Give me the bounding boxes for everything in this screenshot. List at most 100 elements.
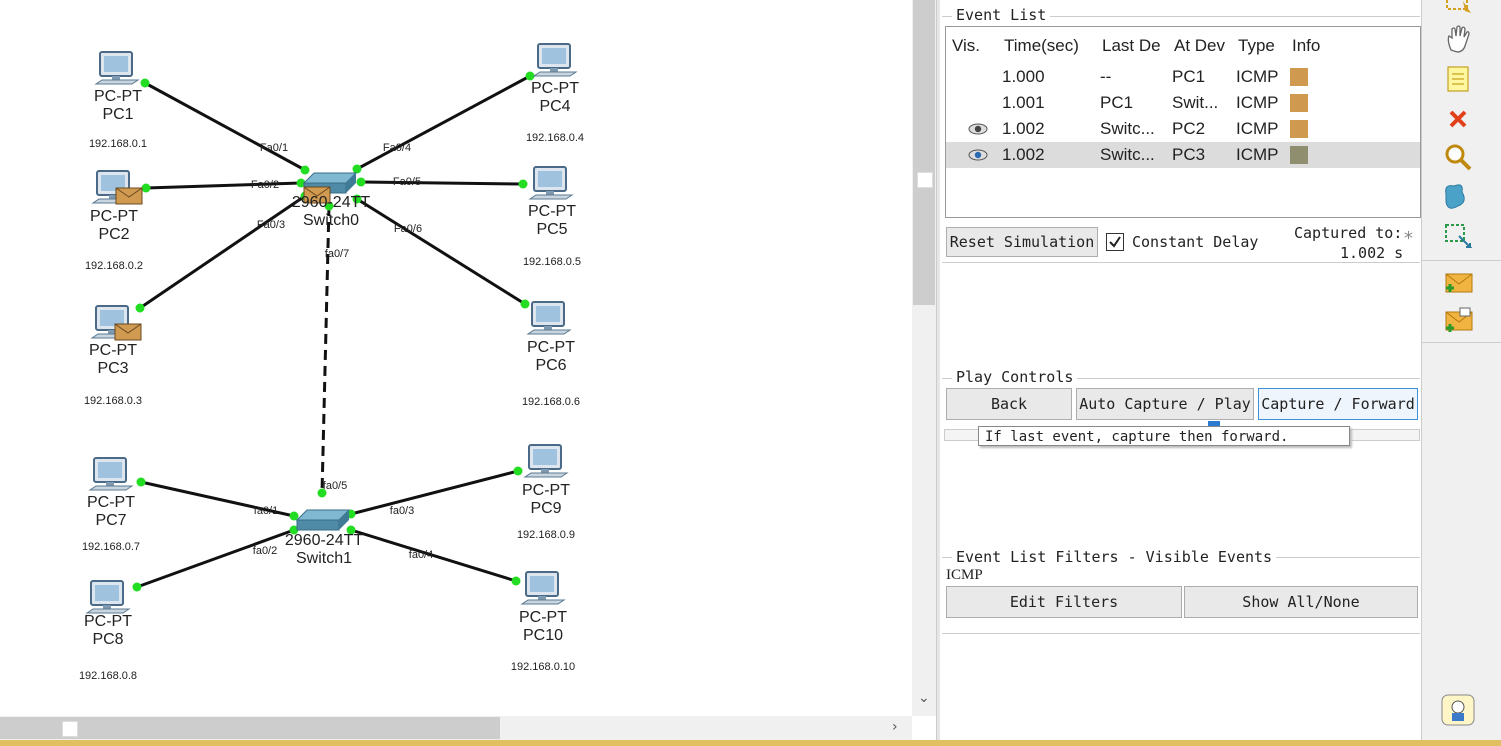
straight-link[interactable] xyxy=(360,180,524,186)
straight-link[interactable] xyxy=(356,74,531,171)
event-cell-time: 1.002 xyxy=(1002,145,1045,164)
edit-filters-button[interactable]: Edit Filters xyxy=(946,586,1182,618)
straight-link[interactable] xyxy=(350,469,519,516)
add-simple-pdu-icon[interactable] xyxy=(1438,266,1478,300)
resize-icon[interactable] xyxy=(1438,220,1478,254)
reset-simulation-button[interactable]: Reset Simulation xyxy=(946,227,1098,257)
common-tools-bar xyxy=(1421,0,1501,740)
sw1-icon[interactable] xyxy=(295,509,351,531)
topology-canvas[interactable] xyxy=(0,0,912,716)
pc9-icon[interactable] xyxy=(523,444,569,478)
workspace-horizontal-scrollbar[interactable]: › xyxy=(0,716,912,740)
pc5-icon[interactable] xyxy=(528,166,574,200)
simulation-mode-icon[interactable] xyxy=(1438,694,1478,728)
straight-link[interactable] xyxy=(139,194,306,310)
pdu-envelope-pc3[interactable] xyxy=(114,323,142,341)
device-name: PC1 xyxy=(102,106,134,123)
pdu-envelope-switch0[interactable] xyxy=(303,186,331,204)
device-model: 2960-24TT xyxy=(284,532,364,549)
straight-link[interactable] xyxy=(144,81,306,172)
simulation-panel: Event List Vis. Time(sec) Last De At Dev… xyxy=(940,0,1421,740)
select-icon[interactable] xyxy=(1438,0,1478,22)
device-name: PC2 xyxy=(98,226,130,243)
link-status-led xyxy=(289,511,299,521)
event-cell-at: PC3 xyxy=(1172,145,1206,164)
show-all-none-button[interactable]: Show All/None xyxy=(1184,586,1418,618)
vertical-scroll-thumb[interactable] xyxy=(913,0,935,305)
info-color-swatch[interactable] xyxy=(1290,146,1308,164)
note-icon[interactable] xyxy=(1438,62,1478,96)
zoom-icon[interactable] xyxy=(1438,140,1478,174)
pc1-icon[interactable] xyxy=(94,51,140,85)
event-list-table[interactable]: Vis. Time(sec) Last De At Dev Type Info … xyxy=(945,26,1421,218)
back-button[interactable]: Back xyxy=(946,388,1072,420)
col-vis[interactable]: Vis. xyxy=(952,36,981,55)
device-model: PC-PT xyxy=(94,88,142,105)
straight-link[interactable] xyxy=(356,197,526,306)
event-cell-time: 1.000 xyxy=(1002,67,1045,86)
link-status-led xyxy=(300,165,310,175)
straight-link[interactable] xyxy=(140,480,295,518)
straight-link[interactable] xyxy=(350,528,517,583)
info-color-swatch[interactable] xyxy=(1290,94,1308,112)
pc7-icon[interactable] xyxy=(88,457,134,491)
pc8-icon[interactable] xyxy=(85,580,131,614)
col-type[interactable]: Type xyxy=(1238,36,1275,55)
pc10-icon[interactable] xyxy=(520,571,566,605)
device-name: PC6 xyxy=(535,357,567,374)
draw-shape-icon[interactable] xyxy=(1438,180,1478,214)
toolbar-separator xyxy=(1422,342,1501,343)
col-at-device[interactable]: At Dev xyxy=(1174,36,1226,55)
device-name: PC8 xyxy=(92,631,124,648)
info-color-swatch[interactable] xyxy=(1290,120,1308,138)
panel-splitter[interactable] xyxy=(936,0,941,740)
info-color-swatch[interactable] xyxy=(1290,68,1308,86)
add-complex-pdu-icon[interactable] xyxy=(1438,304,1478,338)
group-border xyxy=(942,262,1420,263)
port-label: Fa0/4 xyxy=(382,142,412,154)
scroll-down-icon[interactable]: ⌄ xyxy=(918,690,930,706)
pc6-icon[interactable] xyxy=(526,301,572,335)
horizontal-scroll-thumb[interactable] xyxy=(0,717,500,739)
pdu-envelope-pc2[interactable] xyxy=(115,187,143,205)
straight-link[interactable] xyxy=(136,528,295,589)
slider-thumb[interactable] xyxy=(1208,421,1220,427)
device-model: PC-PT xyxy=(527,339,575,356)
eye-icon[interactable] xyxy=(968,122,988,136)
straight-link[interactable] xyxy=(145,181,302,190)
auto-capture-play-button[interactable]: Auto Capture / Play xyxy=(1076,388,1254,420)
constant-delay-checkbox[interactable] xyxy=(1106,233,1124,251)
event-cell-at: PC1 xyxy=(1172,67,1206,86)
hand-icon[interactable] xyxy=(1438,22,1478,56)
capture-forward-button[interactable]: Capture / Forward xyxy=(1258,388,1418,420)
workspace-vertical-scrollbar[interactable]: ⌄ xyxy=(912,0,936,716)
device-model: PC-PT xyxy=(89,342,137,359)
col-last-device[interactable]: Last De xyxy=(1102,36,1161,55)
col-time[interactable]: Time(sec) xyxy=(1004,36,1079,55)
eye-icon[interactable] xyxy=(968,148,988,162)
scroll-right-icon[interactable]: › xyxy=(892,719,898,735)
pc9-ip-label: 192.168.0.9 xyxy=(516,529,576,541)
delete-icon[interactable] xyxy=(1438,102,1478,136)
pc4-icon[interactable] xyxy=(532,43,578,77)
col-info[interactable]: Info xyxy=(1292,36,1321,55)
capture-forward-tooltip: If last event, capture then forward. xyxy=(978,426,1350,446)
event-cell-at: Swit... xyxy=(1172,93,1219,112)
